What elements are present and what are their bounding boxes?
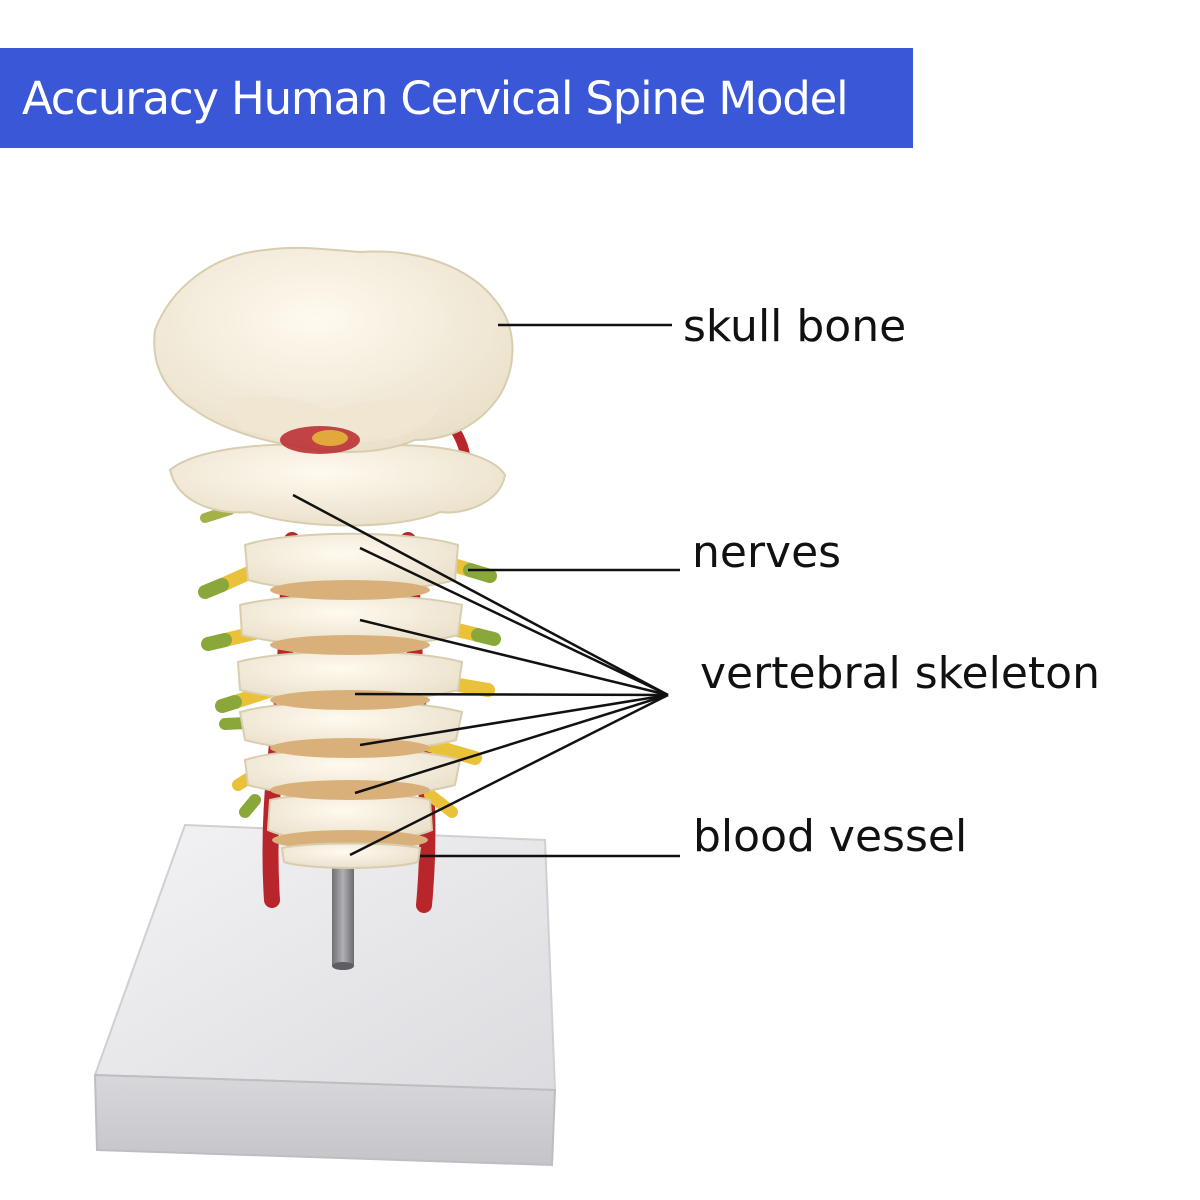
leader-lines xyxy=(292,323,680,858)
page-title: Accuracy Human Cervical Spine Model xyxy=(22,71,849,125)
support-rod xyxy=(332,858,354,970)
title-banner: Accuracy Human Cervical Spine Model xyxy=(0,48,913,148)
label-blood-vessel: blood vessel xyxy=(693,811,968,862)
label-vertebral-skeleton: vertebral skeleton xyxy=(700,648,1100,699)
display-base xyxy=(93,823,557,1167)
label-nerves: nerves xyxy=(692,527,842,578)
vertebral-column xyxy=(168,443,507,869)
skull-bone xyxy=(153,246,514,454)
label-skull-bone: skull bone xyxy=(683,301,907,352)
